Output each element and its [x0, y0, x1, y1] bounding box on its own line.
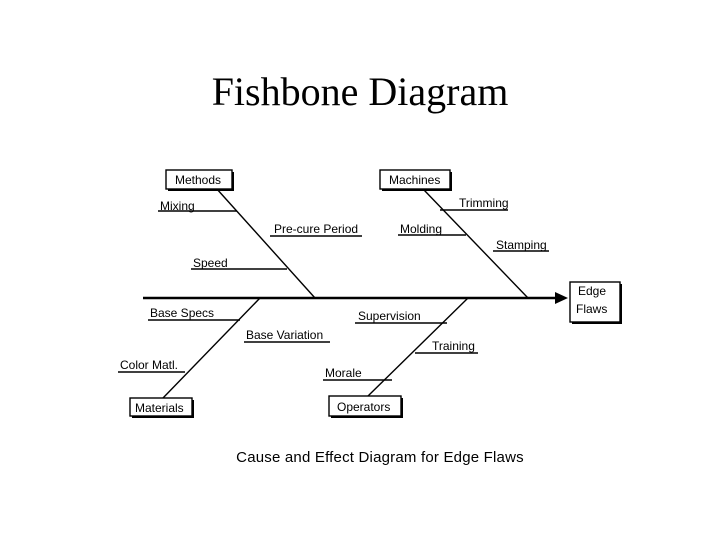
training-cause-label: Training: [432, 339, 475, 353]
molding-cause-label: Molding: [400, 222, 442, 236]
machines-label: Machines: [389, 173, 440, 187]
machines-bone: [423, 189, 529, 299]
machines-box: Machines: [379, 169, 452, 191]
slide-title: Fishbone Diagram: [211, 69, 509, 114]
base-variation-cause-label: Base Variation: [246, 328, 323, 342]
materials-label: Materials: [135, 401, 184, 415]
spine-arrowhead: [555, 292, 568, 304]
methods-box: Methods: [165, 169, 234, 191]
mixing-cause-label: Mixing: [160, 199, 195, 213]
trimming-cause-label: Trimming: [459, 196, 509, 210]
operators-label: Operators: [337, 400, 390, 414]
operators-box: Operators: [328, 395, 403, 418]
materials-bone: [162, 297, 261, 399]
supervision-cause-label: Supervision: [358, 309, 421, 323]
effect-label-line1: Edge: [578, 284, 606, 298]
methods-label: Methods: [175, 173, 221, 187]
stamping-cause-label: Stamping: [496, 238, 547, 252]
methods-bone: [215, 187, 316, 299]
effect-label-line2: Flaws: [576, 302, 607, 316]
base-specs-cause-label: Base Specs: [150, 306, 214, 320]
effect-box: Edge Flaws: [569, 281, 622, 324]
morale-cause-label: Morale: [325, 366, 362, 380]
materials-box: Materials: [129, 397, 194, 418]
color-matl-cause-label: Color Matl.: [120, 358, 178, 372]
precure-cause-label: Pre-cure Period: [274, 222, 358, 236]
diagram-caption: Cause and Effect Diagram for Edge Flaws: [236, 449, 524, 466]
speed-cause-label: Speed: [193, 256, 228, 270]
